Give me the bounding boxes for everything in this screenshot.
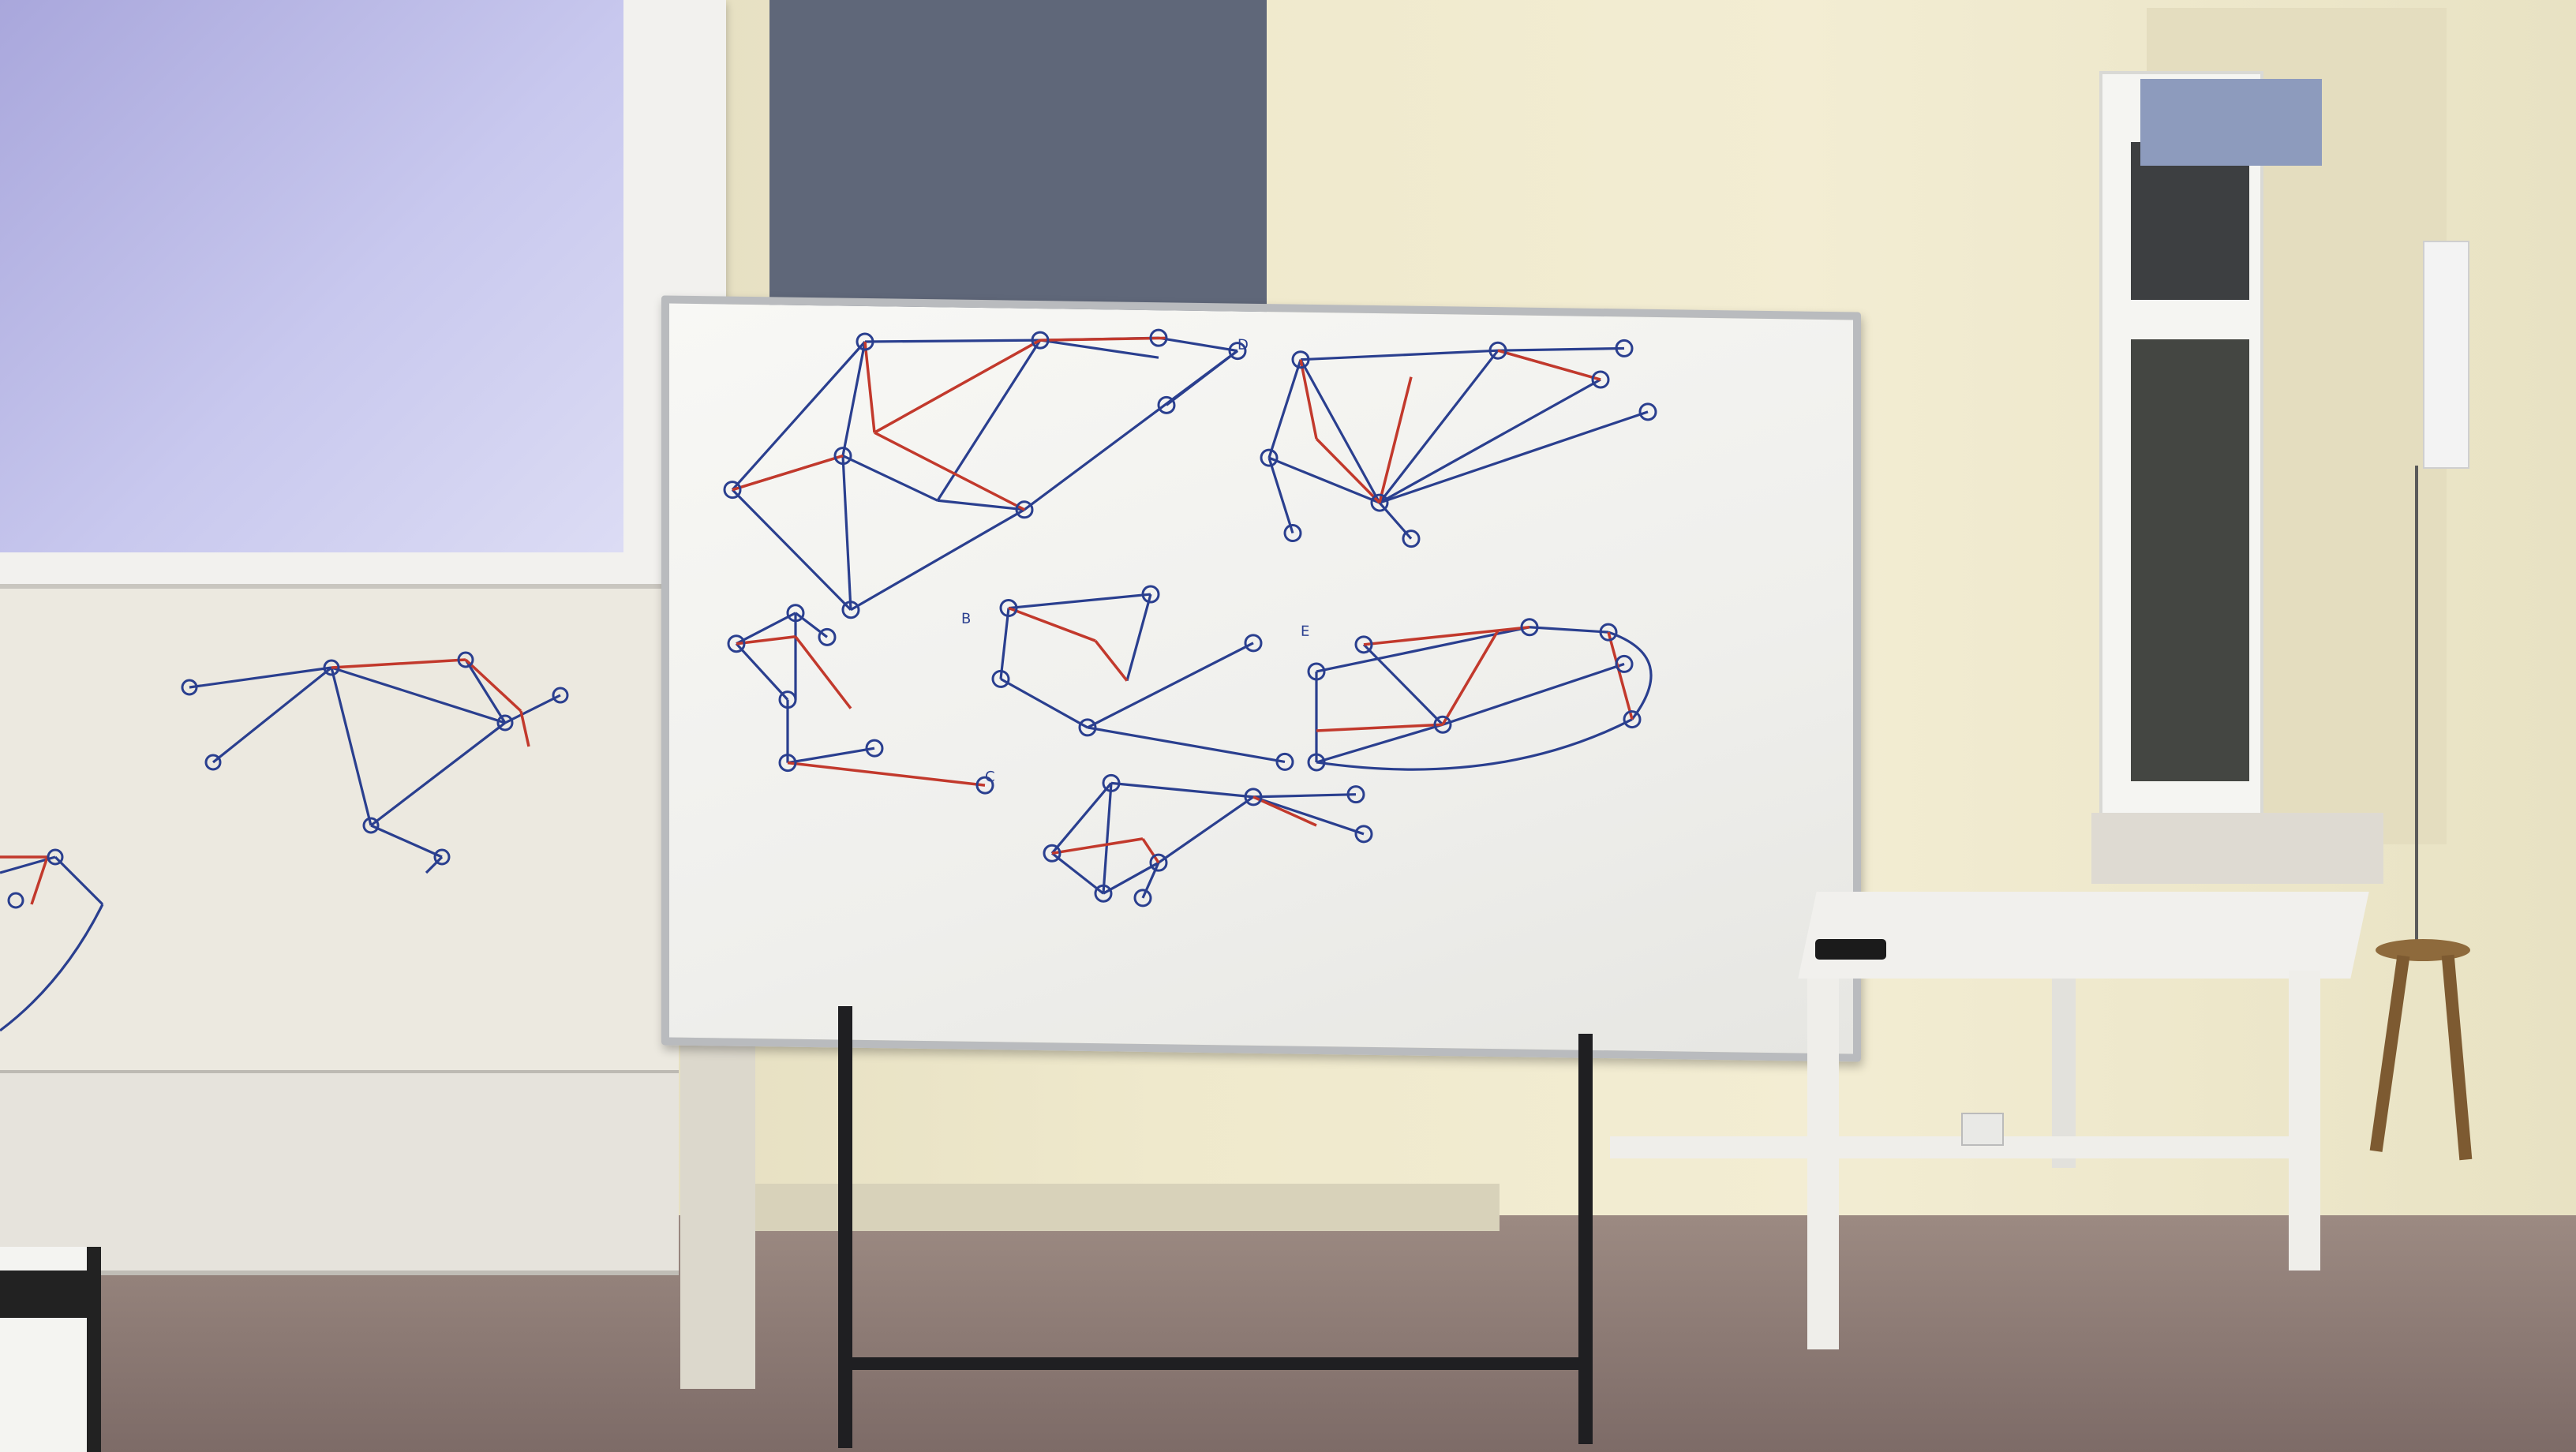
graph-label-d: D [1237, 337, 1249, 354]
left-board-lower-panel [0, 1073, 679, 1275]
left-board-drawings [0, 651, 569, 1032]
stool-seat [2376, 939, 2470, 961]
left-graph [0, 651, 569, 1032]
wall-outlet [1961, 1113, 2004, 1146]
table-top [1798, 892, 2369, 979]
graph-label-e: E [1301, 623, 1309, 640]
projected-text [442, 0, 568, 13]
main-board-drawings: D [723, 328, 1657, 908]
graph-top-left [723, 328, 1247, 619]
table-leg [2289, 971, 2320, 1270]
projector-screen [0, 0, 726, 588]
window-pane-top [2131, 142, 2249, 300]
graph-top-right: D [1237, 337, 1657, 548]
graph-middle-center: B [961, 585, 1294, 771]
window-sill [2091, 813, 2383, 884]
graph-middle-right: E [1301, 618, 1653, 772]
chair-back [0, 1270, 95, 1318]
window-blind [2140, 79, 2322, 166]
window-pane-bottom [2131, 339, 2249, 781]
main-whiteboard: D [661, 295, 1861, 1062]
dark-wall-panel [769, 0, 1267, 316]
left-whiteboard [0, 584, 679, 1076]
power-cable [2415, 466, 2418, 955]
board-stand-left-leg [838, 1006, 852, 1448]
graph-middle-left [727, 604, 994, 795]
graph-bottom: C [985, 769, 1373, 908]
graph-label-b: B [961, 611, 971, 627]
table-leg [1807, 979, 1839, 1349]
whiteboard-eraser [1815, 939, 1886, 960]
wall-pillar [680, 1010, 755, 1389]
wall-mounted-device [2423, 241, 2469, 469]
board-stand-base [838, 1357, 1593, 1370]
projected-image [0, 0, 623, 552]
baseboard [710, 1184, 1500, 1231]
board-stand-right-leg [1578, 1034, 1593, 1444]
graph-label-c: C [985, 769, 995, 785]
